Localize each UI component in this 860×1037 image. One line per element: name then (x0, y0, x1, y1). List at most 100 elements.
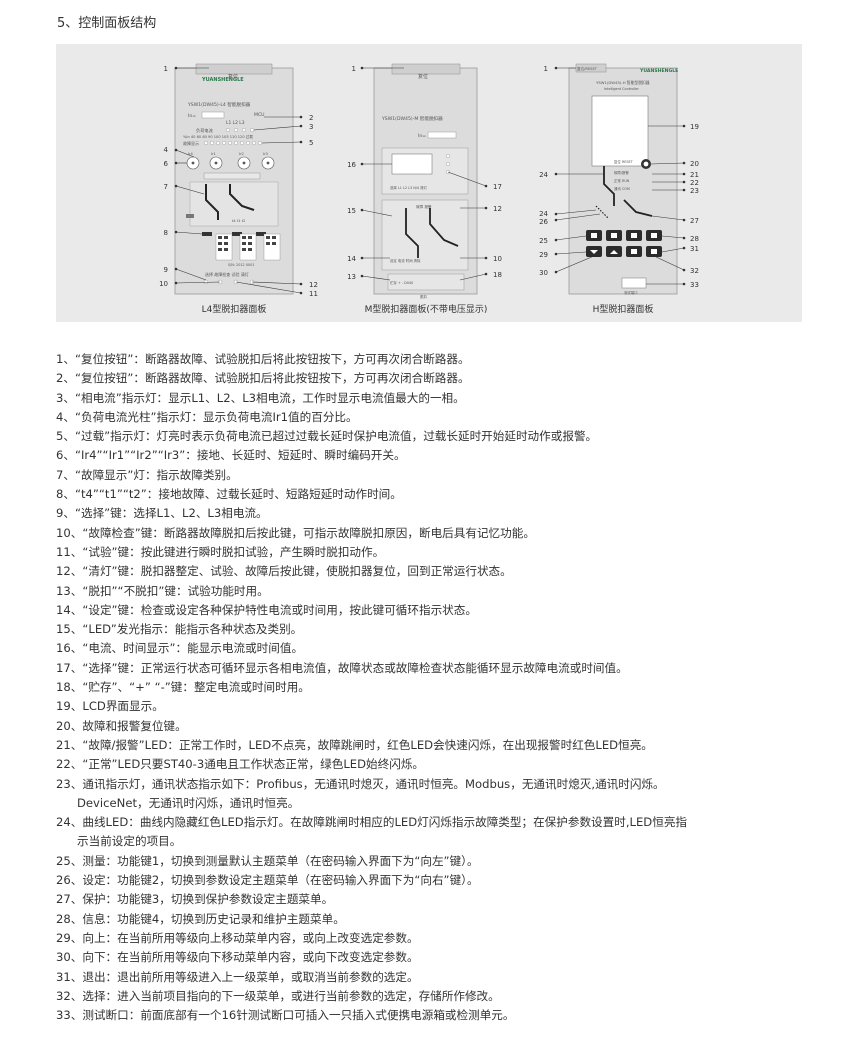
l4-phase: L1 L2 L3 (226, 120, 245, 126)
description-list: 1、“复位按钮”：断路器故障、试验脱扣后将此按钮按下，方可再次闭合断路器。 2、“… (56, 350, 816, 1025)
item-number: 4、 (56, 409, 75, 424)
item-text: “正常”LED只要ST40-3通电且工作状态正常，绿色LED始终闪烁。 (82, 757, 425, 772)
item-number: 9、 (56, 506, 75, 521)
h-right-label-com: 通讯 COM (614, 186, 630, 191)
callout-18: 18 (493, 271, 502, 279)
h-sub: Intelligent Controller (604, 87, 639, 91)
l4-leader-lines (175, 67, 302, 294)
item-text: “设定”键：检查或设定各种保护特性电流或时间用，按此键可循环指示状态。 (82, 602, 477, 617)
l4-sw-ir3: Ir3 (263, 152, 268, 156)
l4-scale: %In 40 60 80 90 100 105 110 120 过载 (183, 134, 253, 139)
l4-load-label: 负荷电流 (196, 127, 214, 134)
callout-23: 23 (690, 187, 699, 195)
item-number: 11、 (56, 544, 83, 559)
callout-19: 19 (690, 123, 699, 131)
list-item: 26、设定：功能键2，切换到参数设定主题菜单（在密码输入界面下为“向右”键）。 (56, 871, 816, 890)
item-number: 28、 (56, 911, 83, 926)
list-item: 15、“LED”发光指示：能指示各种状态及类别。 (56, 620, 816, 639)
list-item: 13、“脱扣”“不脱扣”键：试验功能时用。 (56, 582, 816, 601)
panel-diagrams: YUANSHENGLE 复位 YSW1(DW45)-L4 智能脱扣器 In= M… (159, 63, 699, 315)
callout-30: 30 (539, 269, 548, 277)
callout-20: 20 (690, 160, 699, 168)
callout-21: 21 (690, 171, 699, 179)
item-number: 1、 (56, 352, 75, 366)
m-in-label: In= (418, 133, 426, 139)
l4-fault-label: 故障显示 (183, 140, 199, 146)
l4-t-labels: t4 t1 t2 (232, 219, 245, 223)
l4-brand: YUANSHENGLE (201, 77, 244, 83)
item-text: “复位按钮”：断路器故障、试验脱扣后将此按钮按下，方可再次闭合断路器。 (74, 352, 470, 366)
callout-7: 7 (164, 183, 168, 191)
h-model: YSW1(DW45)-H 智能型脱扣器 (596, 80, 650, 85)
item-text: “相电流”指示灯：显示L1、L2、L3相电流，工作时显示电流值最大的一相。 (74, 390, 465, 405)
list-item: 28、信息：功能键4，切换到历史记录和维护主题菜单。 (56, 910, 816, 929)
item-number: 21、 (56, 737, 83, 752)
item-text: LCD界面显示。 (82, 699, 164, 714)
list-item: 4、“负荷电流光柱”指示灯：显示负荷电流Ir1值的百分比。 (56, 408, 816, 427)
item-text: “故障检查”键：断路器故障脱扣后按此键，可指示故障脱扣原因，断电后具有记忆功能。 (82, 525, 535, 540)
list-item: 19、LCD界面显示。 (56, 697, 816, 716)
m-curve-labels: 故障 报警 (416, 204, 432, 209)
item-text: “故障/报警”LED：正常工作时，LED不点亮，故障跳闸时，红色LED会快速闪烁… (82, 737, 653, 752)
item-number: 6、 (56, 448, 75, 463)
item-number: 29、 (56, 930, 83, 945)
list-item: 11、“试验”键：按此键进行瞬时脱扣试验，产生瞬时脱扣动作。 (56, 543, 816, 562)
list-item: 6、“Ir4”“Ir1”“Ir2”“Ir3”：接地、长延时、短延时、瞬时编码开关… (56, 446, 816, 465)
l4-sw-ir4: Ir4 (188, 152, 194, 156)
m-leader-lines (361, 67, 487, 281)
item-text-continued: 示当前设定的项目。 (77, 834, 182, 849)
list-item: 12、“清灯”键：脱扣器整定、试验、故障后按此键，使脱扣器复位，回到正常运行状态… (56, 562, 816, 581)
m-trip-label: 脱扣 (420, 294, 427, 299)
item-number: 26、 (56, 873, 83, 888)
list-item: 5、“过载”指示灯：灯亮时表示负荷电流已超过过载长延时保护电流值，过载长延时开始… (56, 427, 816, 446)
callout-26: 26 (539, 218, 548, 226)
item-text: “试验”键：按此键进行瞬时脱扣试验，产生瞬时脱扣动作。 (82, 544, 385, 559)
list-item: 18、“贮存”、“+” “-”键：整定电流或时间时用。 (56, 678, 816, 697)
list-item: 31、退出：退出前所用等级进入上一级菜单，或取消当前参数的选定。 (56, 968, 816, 987)
h-panel: 复位/RESET YUANSHENGLE YSW1(DW45)-H 智能型脱扣器… (568, 63, 678, 315)
item-text: 测试断口：前面底部有一个16针测试断口可插入一只插入式便携电源箱或检测单元。 (82, 1008, 515, 1023)
callout-29: 29 (539, 251, 548, 259)
item-number: 16、 (56, 641, 83, 656)
list-item: 17、“选择”键：正常运行状态可循环显示各相电流值，故障状态或故障检查状态能循环… (56, 659, 816, 678)
list-item: 2、“复位按钮”：断路器故障、试验脱扣后将此按钮按下，方可再次闭合断路器。 (56, 369, 816, 388)
section-title: 5、控制面板结构 (57, 16, 157, 31)
item-number: 10、 (56, 525, 83, 540)
m-reset-label: 复位 (418, 73, 428, 80)
list-item: 3、“相电流”指示灯：显示L1、L2、L3相电流，工作时显示电流值最大的一相。 (56, 389, 816, 408)
item-number: 23、 (56, 776, 83, 791)
item-text: “选择”键：正常运行状态可循环显示各相电流值，故障状态或故障检查状态能循环显示故… (82, 660, 628, 675)
item-text: 保护：功能键3，切换到保护参数设定主题菜单。 (82, 892, 334, 907)
item-text-continued: DeviceNet，无通讯时闪烁，通讯时恒亮。 (77, 795, 300, 810)
control-panel-figure: YUANSHENGLE 复位 YSW1(DW45)-L4 智能脱扣器 In= M… (56, 44, 802, 322)
item-text: “清灯”键：脱扣器整定、试验、故障后按此键，使脱扣器复位，回到正常运行状态。 (82, 564, 512, 579)
list-item: 29、向上：在当前所用等级向上移动菜单内容，或向上改变选定参数。 (56, 929, 816, 948)
callout-m-10: 10 (493, 255, 502, 263)
item-number: 17、 (56, 660, 83, 675)
callout-16: 16 (347, 161, 356, 169)
callout-17: 17 (493, 183, 502, 191)
list-item: 7、“故障显示”灯：指示故障类别。 (56, 466, 816, 485)
item-number: 25、 (56, 853, 83, 868)
item-text: 故障和报警复位键。 (82, 718, 187, 733)
l4-mcu: MCU (254, 112, 265, 118)
callout-13: 13 (347, 273, 356, 281)
list-item: 23、通讯指示灯，通讯状态指示如下：Profibus，无通讯时熄灭，通讯时恒亮。… (56, 775, 816, 814)
item-text: 向上：在当前所用等级向上移动菜单内容，或向上改变选定参数。 (82, 930, 419, 945)
item-text: “LED”发光指示：能指示各种状态及类别。 (82, 622, 303, 637)
callout-27: 27 (690, 217, 699, 225)
item-number: 22、 (56, 757, 83, 772)
m-model: YSW1(DW45)-M 智能脱扣器 (381, 115, 443, 122)
list-item: 20、故障和报警复位键。 (56, 717, 816, 736)
callout-12: 12 (309, 281, 318, 289)
item-number: 3、 (56, 390, 75, 405)
h-right-label-run: 正常 RUN (614, 178, 630, 183)
item-number: 18、 (56, 680, 83, 695)
item-number: 19、 (56, 699, 83, 714)
callout-10: 10 (159, 280, 168, 288)
callout-9: 9 (164, 266, 168, 274)
item-number: 8、 (56, 487, 75, 502)
item-text: 退出：退出前所用等级进入上一级菜单，或取消当前参数的选定。 (82, 969, 419, 984)
l4-sw-ir2: Ir2 (239, 152, 244, 156)
item-number: 12、 (56, 564, 83, 579)
